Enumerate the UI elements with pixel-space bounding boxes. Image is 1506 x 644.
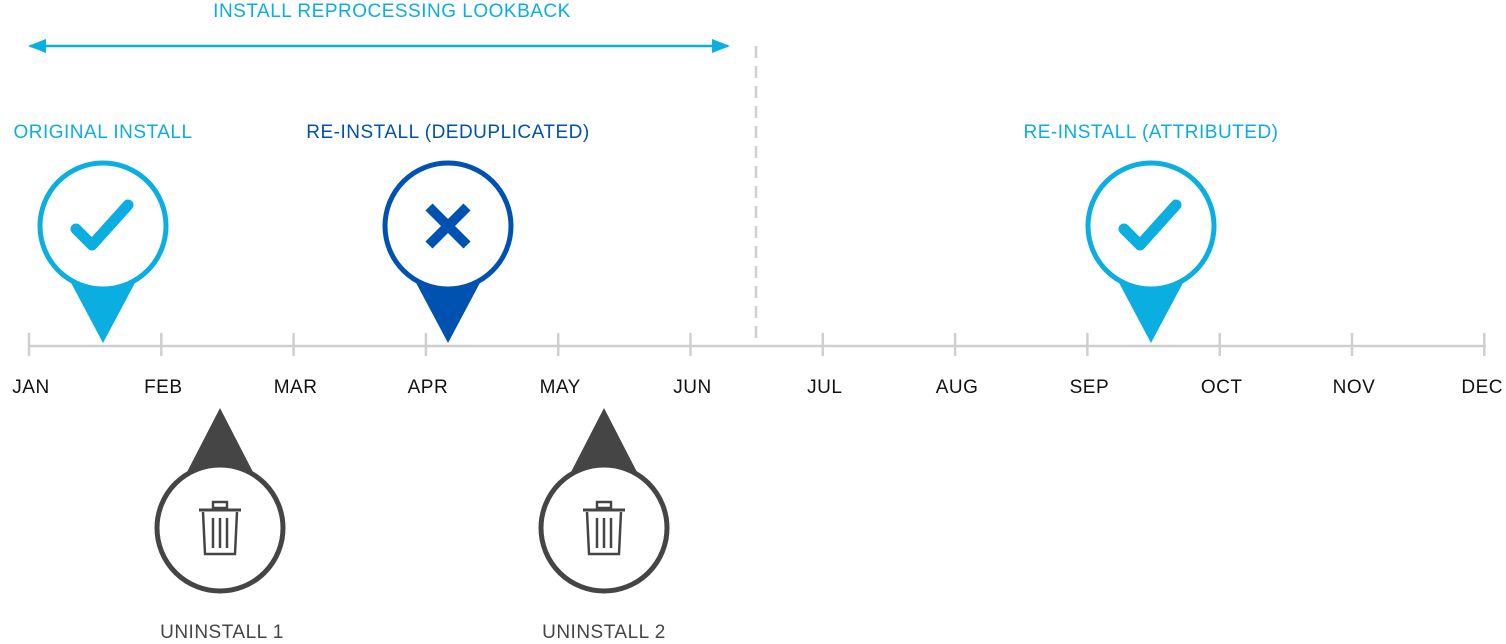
x-icon [425,203,471,249]
reinstall-attributed-label: RE-INSTALL (ATTRIBUTED) [1024,122,1279,143]
month-label-apr: APR [408,377,449,398]
reinstall-attributed-pin [1117,279,1185,343]
check-icon [70,199,134,251]
original-install-label: ORIGINAL INSTALL [13,122,192,143]
reinstall-attributed-marker: RE-INSTALL (ATTRIBUTED) [1024,122,1279,343]
reinstall-deduplicated-pin [414,279,482,343]
uninstall-2-pin [570,408,638,474]
original-install-pin [69,279,137,343]
lookback-arrow-right-head [712,39,730,53]
month-label-nov: NOV [1333,377,1376,398]
reinstall-deduplicated-marker: RE-INSTALL (DEDUPLICATED) [306,122,589,343]
reinstall-deduplicated-label: RE-INSTALL (DEDUPLICATED) [306,122,589,143]
month-label-jul: JUL [807,377,842,398]
lookback-arrow [28,39,730,53]
month-label-feb: FEB [144,377,182,398]
check-icon [1118,199,1182,251]
month-label-jun: JUN [673,377,711,398]
lookback-label: INSTALL REPROCESSING LOOKBACK [213,1,571,22]
month-labels: JAN FEB MAR APR MAY JUN JUL AUG SEP OCT NOV DEC [12,377,1503,398]
lookback-arrow-left-head [28,39,46,53]
month-label-jan: JAN [12,377,49,398]
original-install-marker: ORIGINAL INSTALL [13,122,192,343]
uninstall-1-marker: UNINSTALL 1 [154,408,286,643]
uninstall-1-label: UNINSTALL 1 [160,622,284,643]
uninstall-2-marker: UNINSTALL 2 [538,408,670,643]
month-label-dec: DEC [1461,377,1503,398]
trash-icon [199,500,241,556]
uninstall-1-pin [186,408,254,474]
month-label-aug: AUG [936,377,979,398]
month-label-sep: SEP [1070,377,1110,398]
month-label-mar: MAR [274,377,318,398]
timeline-ticks [27,333,1486,356]
uninstall-2-label: UNINSTALL 2 [542,622,666,643]
trash-icon [583,500,625,556]
month-label-oct: OCT [1201,377,1243,398]
month-label-may: MAY [540,377,581,398]
